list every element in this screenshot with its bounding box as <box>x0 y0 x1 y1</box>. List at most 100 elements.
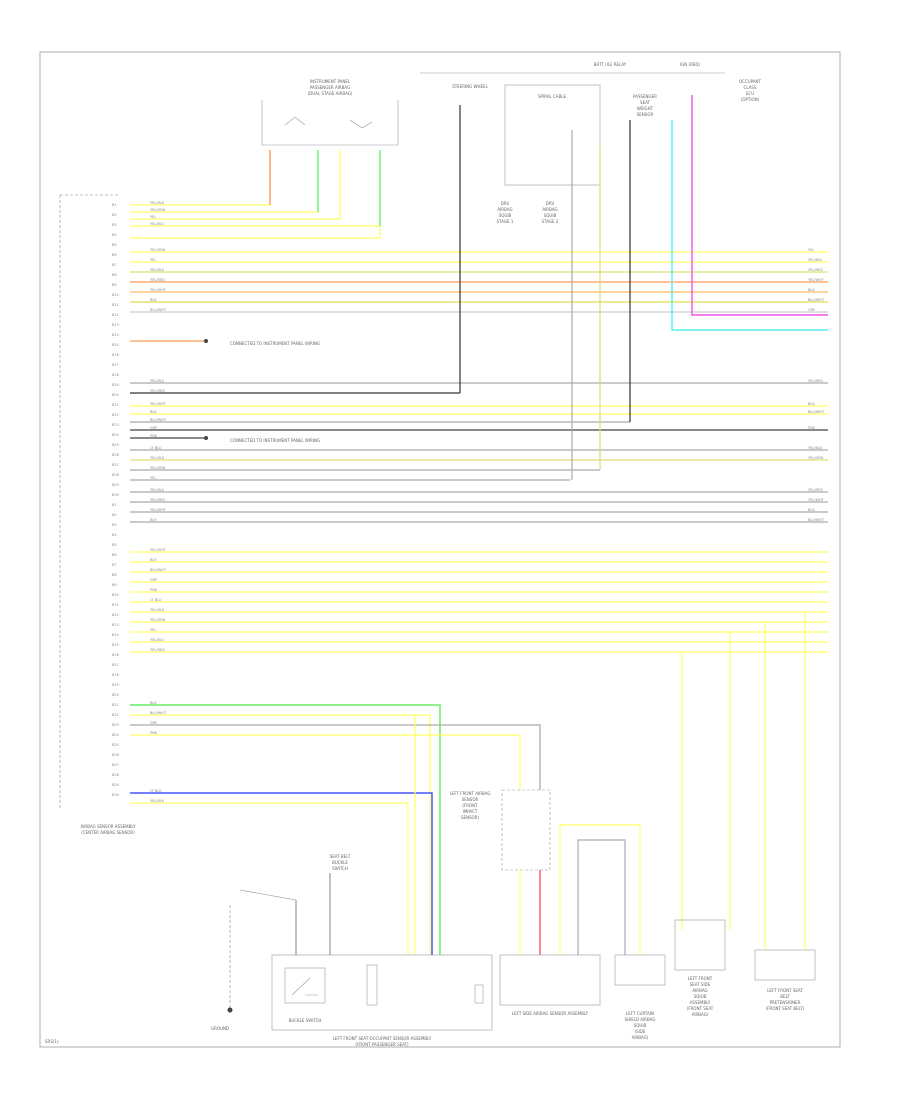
left-pin-42: B13 <box>112 623 119 627</box>
pin-label: YEL/RED <box>808 379 823 383</box>
lh-front-seat-side: LEFT FRONT SEAT SIDE AIRBAG SQUIB ASSEMB… <box>674 919 726 1017</box>
wire-yel-2 <box>130 714 431 955</box>
left-pin-3: B4 <box>112 233 117 237</box>
pin-label: BLU/WHT <box>150 711 167 715</box>
left-pin-29: B30 <box>112 493 119 497</box>
pin-label: YEL/BLK <box>150 799 165 803</box>
left-pin-10: B11 <box>112 303 119 307</box>
airbag-sensor-label-2: (CENTER AIRBAG SENSOR) <box>81 830 135 835</box>
pin-label: YEL/BLU <box>150 222 165 226</box>
wire-cyan <box>671 120 828 331</box>
svg-text:(OPTION): (OPTION) <box>741 97 760 102</box>
pin-label: YEL/BLK <box>808 446 823 450</box>
left-pin-44: B15 <box>112 643 119 647</box>
left-pin-37: B8 <box>112 573 117 577</box>
left-pin-18: B19 <box>112 383 119 387</box>
footer-code: SRS(1) <box>45 1039 59 1044</box>
lh-curtain: LEFT CURTAIN SHIELD AIRBAG SQUIB (SIDE A… <box>614 954 666 1040</box>
pin-label: GRY <box>150 721 158 725</box>
svg-text:LEFT FRONT SEAT: LEFT FRONT SEAT <box>767 988 803 993</box>
pin-label: YEL/BLU <box>150 488 165 492</box>
left-pin-52: B23 <box>112 723 119 727</box>
svg-text:PRETENSIONER: PRETENSIONER <box>770 1000 801 1005</box>
pin-label: PNK <box>150 588 158 592</box>
left-pin-33: B4 <box>112 533 117 537</box>
svg-text:(FRONT SEAT BELT): (FRONT SEAT BELT) <box>766 1006 805 1011</box>
pin-label: YEL/BLU <box>150 379 165 383</box>
svg-text:SHIELD AIRBAG: SHIELD AIRBAG <box>624 1017 655 1022</box>
battery-label: BATT (IG) RELAY <box>594 62 627 67</box>
spiral-cable-box <box>504 84 601 186</box>
pin-label: YEL <box>150 215 156 219</box>
steering-wheel-label: STEERING WHEEL <box>452 84 488 89</box>
pin-label: YEL/WHT <box>150 402 167 406</box>
left-pin-45: B16 <box>112 653 119 657</box>
pin-label: YEL/RED <box>150 389 165 393</box>
svg-text:AIRBAG): AIRBAG) <box>632 1035 649 1040</box>
pin-label: BLK <box>150 701 157 705</box>
passenger-detect-label: PASSENGER SEAT WEIGHT SENSOR <box>633 94 657 117</box>
pin-label: YEL/WHT <box>150 288 167 292</box>
wire-magenta <box>691 95 828 316</box>
pin-label: YEL/RED <box>150 278 165 282</box>
left-pin-16: B17 <box>112 363 119 367</box>
left-pin-14: B15 <box>112 343 119 347</box>
svg-text:LEFT FRONT AIRBAG: LEFT FRONT AIRBAG <box>450 791 491 796</box>
svg-text:LEFT FRONT: LEFT FRONT <box>688 976 713 981</box>
left-pin-5: B6 <box>112 253 117 257</box>
left-pin-35: B6 <box>112 553 117 557</box>
svg-text:SQUIB: SQUIB <box>499 213 512 218</box>
svg-text:PASSENGER: PASSENGER <box>633 94 657 99</box>
svg-text:STAGE 2: STAGE 2 <box>542 219 559 224</box>
pin-label: YEL/GRN <box>150 248 166 252</box>
pin-label: YEL/RED <box>808 488 823 492</box>
pin-label: YEL/RED <box>808 268 823 272</box>
svg-text:SENSOR: SENSOR <box>462 797 479 802</box>
svg-text:SEAT SIDE: SEAT SIDE <box>690 982 711 987</box>
pin-label: LT BLU <box>150 598 162 602</box>
pin-label: GRY <box>150 578 158 582</box>
pin-label: GRY <box>150 426 158 430</box>
left-pin-6: B7 <box>112 263 117 267</box>
svg-text:(FRONT PASSENGER SEAT): (FRONT PASSENGER SEAT) <box>355 1042 409 1047</box>
pin-label: YEL/BLU <box>808 258 823 262</box>
svg-text:(SIDE: (SIDE <box>635 1029 646 1034</box>
pin-label: YEL <box>150 258 156 262</box>
svg-text:BUCKLE: BUCKLE <box>332 860 348 865</box>
pin-label: PNK <box>150 731 158 735</box>
svg-text:WEIGHT: WEIGHT <box>637 106 654 111</box>
pin-label: YEL/BLU <box>150 268 165 272</box>
left-pin-51: B22 <box>112 713 119 717</box>
pin-label: YEL/RED <box>150 648 165 652</box>
wire-blue <box>130 792 433 955</box>
left-pin-17: B18 <box>112 373 119 377</box>
svg-text:SQUIB: SQUIB <box>694 994 707 999</box>
pin-label: BLU/WHT <box>150 568 167 572</box>
pin-label: YEL/BLU <box>150 638 165 642</box>
svg-text:DRV: DRV <box>501 201 510 206</box>
left-pin-2: B3 <box>112 223 117 227</box>
pin-label: YEL/WHT <box>808 278 825 282</box>
instrument-panel-label-1: INSTRUMENT PANEL <box>310 79 351 84</box>
pin-label: BLK <box>150 298 157 302</box>
svg-text:SQUIB: SQUIB <box>634 1023 647 1028</box>
spiral-cable-label: SPIRAL CABLE <box>538 94 566 99</box>
svg-text:LEFT FRONT SEAT OCCUPANT SENSO: LEFT FRONT SEAT OCCUPANT SENSOR ASSEMBLY <box>333 1036 432 1041</box>
left-pin-36: B7 <box>112 563 117 567</box>
buckle-switch-top: SEAT BELT BUCKLE SWITCH GROUND <box>211 854 351 1031</box>
left-pin-41: B12 <box>112 613 119 617</box>
pin-label: LT BLU <box>150 446 162 450</box>
left-pin-34: B5 <box>112 543 117 547</box>
wire-yel-3 <box>130 802 409 955</box>
left-pin-54: B25 <box>112 743 119 747</box>
svg-text:BELT: BELT <box>780 994 790 999</box>
pin-label: BLU/WHT <box>150 418 167 422</box>
pin-label: YEL/BLK <box>150 201 165 205</box>
svg-text:SEAT BELT: SEAT BELT <box>330 854 351 859</box>
left-pin-40: B11 <box>112 603 119 607</box>
left-pin-38: B9 <box>112 583 117 587</box>
pin-label: YEL/GRN <box>808 456 824 460</box>
svg-text:IMPACT: IMPACT <box>463 809 478 814</box>
